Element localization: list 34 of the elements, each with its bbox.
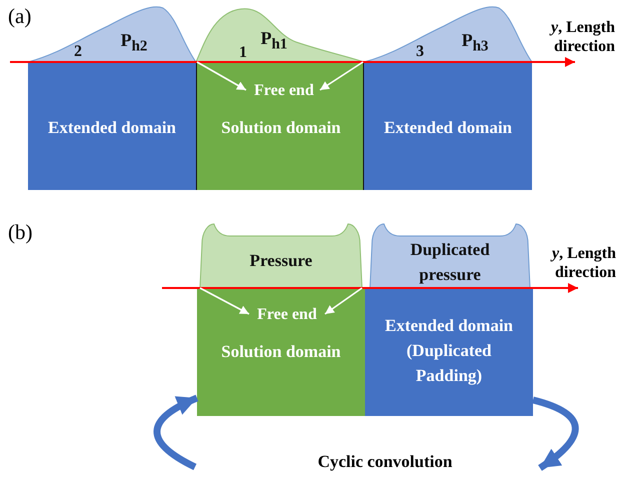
domain-block [196, 62, 364, 190]
domain-label: Solution domain [221, 342, 341, 362]
domain-block [365, 288, 533, 416]
pressure-label: Duplicated pressure [409, 239, 491, 286]
bump-number: 1 [239, 44, 247, 62]
curved-arrow [154, 394, 198, 470]
bump-number: 2 [74, 43, 82, 61]
caption-text: Cyclic convolution [318, 452, 452, 472]
free-end-label: Free end [247, 80, 321, 102]
leader-arrow [320, 61, 364, 91]
leader-arrow [200, 287, 250, 315]
domain-label: Extended domain [384, 118, 512, 138]
axis-label: y, Length direction [550, 244, 616, 282]
curved-arrow [532, 396, 579, 471]
pressure-symbol: P$_{h3}$ [462, 30, 488, 56]
pressure-profile [200, 222, 362, 288]
leader-arrow [324, 287, 362, 315]
domain-label: Extended domain [48, 118, 176, 138]
pressure-profile [370, 222, 530, 288]
free-end-label: Free end [249, 304, 325, 326]
pressure-symbol: P$_{h1}$ [260, 28, 288, 54]
domain-block [28, 62, 196, 190]
pressure-symbol: P$_{h2}$ [120, 30, 148, 56]
bump-number: 3 [416, 43, 424, 61]
pressure-profile [364, 4, 532, 62]
pressure-label: Pressure [250, 251, 312, 271]
panel-label: (a) [8, 4, 32, 29]
axis-label: y, Length direction [548, 18, 615, 56]
domain-label: Extended domain (Duplicated Padding) [384, 315, 514, 387]
panel-label: (b) [8, 220, 32, 245]
domain-label: Solution domain [221, 118, 341, 138]
leader-arrow [196, 61, 246, 91]
domain-block [197, 288, 365, 416]
domain-block [364, 62, 532, 190]
